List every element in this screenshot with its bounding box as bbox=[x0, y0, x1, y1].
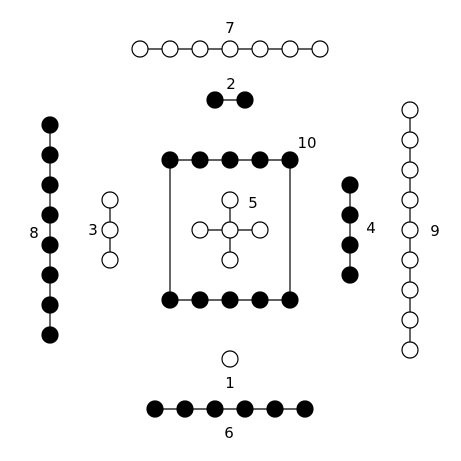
dot-10-4 bbox=[251, 151, 269, 169]
dot-6-4 bbox=[236, 400, 254, 418]
dot-5-1 bbox=[221, 191, 239, 209]
dot-4-2 bbox=[341, 206, 359, 224]
dot-9-5 bbox=[401, 221, 419, 239]
dot-6-3 bbox=[206, 400, 224, 418]
label-2: 2 bbox=[226, 75, 236, 93]
label-5: 5 bbox=[248, 194, 258, 212]
dot-3-3 bbox=[101, 251, 119, 269]
dot-10-6 bbox=[161, 291, 179, 309]
dot-5-3 bbox=[221, 221, 239, 239]
dot-9-2 bbox=[401, 131, 419, 149]
dot-8-6 bbox=[41, 266, 59, 284]
dot-10-9 bbox=[251, 291, 269, 309]
dot-3-2 bbox=[101, 221, 119, 239]
label-7: 7 bbox=[225, 19, 235, 37]
dot-10-7 bbox=[191, 291, 209, 309]
label-6: 6 bbox=[224, 424, 234, 442]
dot-9-6 bbox=[401, 251, 419, 269]
dot-8-2 bbox=[41, 146, 59, 164]
dot-4-1 bbox=[341, 176, 359, 194]
label-9: 9 bbox=[430, 222, 440, 240]
dot-8-5 bbox=[41, 236, 59, 254]
dot-7-6 bbox=[281, 40, 299, 58]
dot-2-2 bbox=[236, 91, 254, 109]
dots bbox=[41, 40, 419, 418]
dot-7-1 bbox=[131, 40, 149, 58]
dot-7-5 bbox=[251, 40, 269, 58]
dot-6-5 bbox=[266, 400, 284, 418]
label-1: 1 bbox=[225, 374, 235, 392]
dot-5-2 bbox=[191, 221, 209, 239]
dot-4-4 bbox=[341, 266, 359, 284]
dot-9-8 bbox=[401, 311, 419, 329]
dot-7-7 bbox=[311, 40, 329, 58]
dot-9-4 bbox=[401, 191, 419, 209]
dot-8-3 bbox=[41, 176, 59, 194]
dot-8-8 bbox=[41, 326, 59, 344]
dot-10-5 bbox=[281, 151, 299, 169]
label-10: 10 bbox=[297, 134, 316, 152]
dot-10-3 bbox=[221, 151, 239, 169]
dot-6-2 bbox=[176, 400, 194, 418]
label-3: 3 bbox=[88, 221, 98, 239]
dot-3-1 bbox=[101, 191, 119, 209]
dot-8-7 bbox=[41, 296, 59, 314]
label-8: 8 bbox=[29, 224, 39, 242]
label-4: 4 bbox=[366, 219, 376, 237]
dot-2-1 bbox=[206, 91, 224, 109]
dot-9-9 bbox=[401, 341, 419, 359]
dot-1-1 bbox=[221, 350, 239, 368]
dot-7-3 bbox=[191, 40, 209, 58]
dot-5-5 bbox=[221, 251, 239, 269]
dot-7-2 bbox=[161, 40, 179, 58]
dot-5-4 bbox=[251, 221, 269, 239]
dot-4-3 bbox=[341, 236, 359, 254]
dot-9-3 bbox=[401, 161, 419, 179]
dot-8-1 bbox=[41, 116, 59, 134]
dot-10-8 bbox=[221, 291, 239, 309]
dot-10-2 bbox=[191, 151, 209, 169]
dot-9-1 bbox=[401, 101, 419, 119]
dot-10-1 bbox=[161, 151, 179, 169]
dot-6-1 bbox=[146, 400, 164, 418]
dot-9-7 bbox=[401, 281, 419, 299]
dot-6-6 bbox=[296, 400, 314, 418]
dot-8-4 bbox=[41, 206, 59, 224]
dot-10-10 bbox=[281, 291, 299, 309]
dot-7-4 bbox=[221, 40, 239, 58]
